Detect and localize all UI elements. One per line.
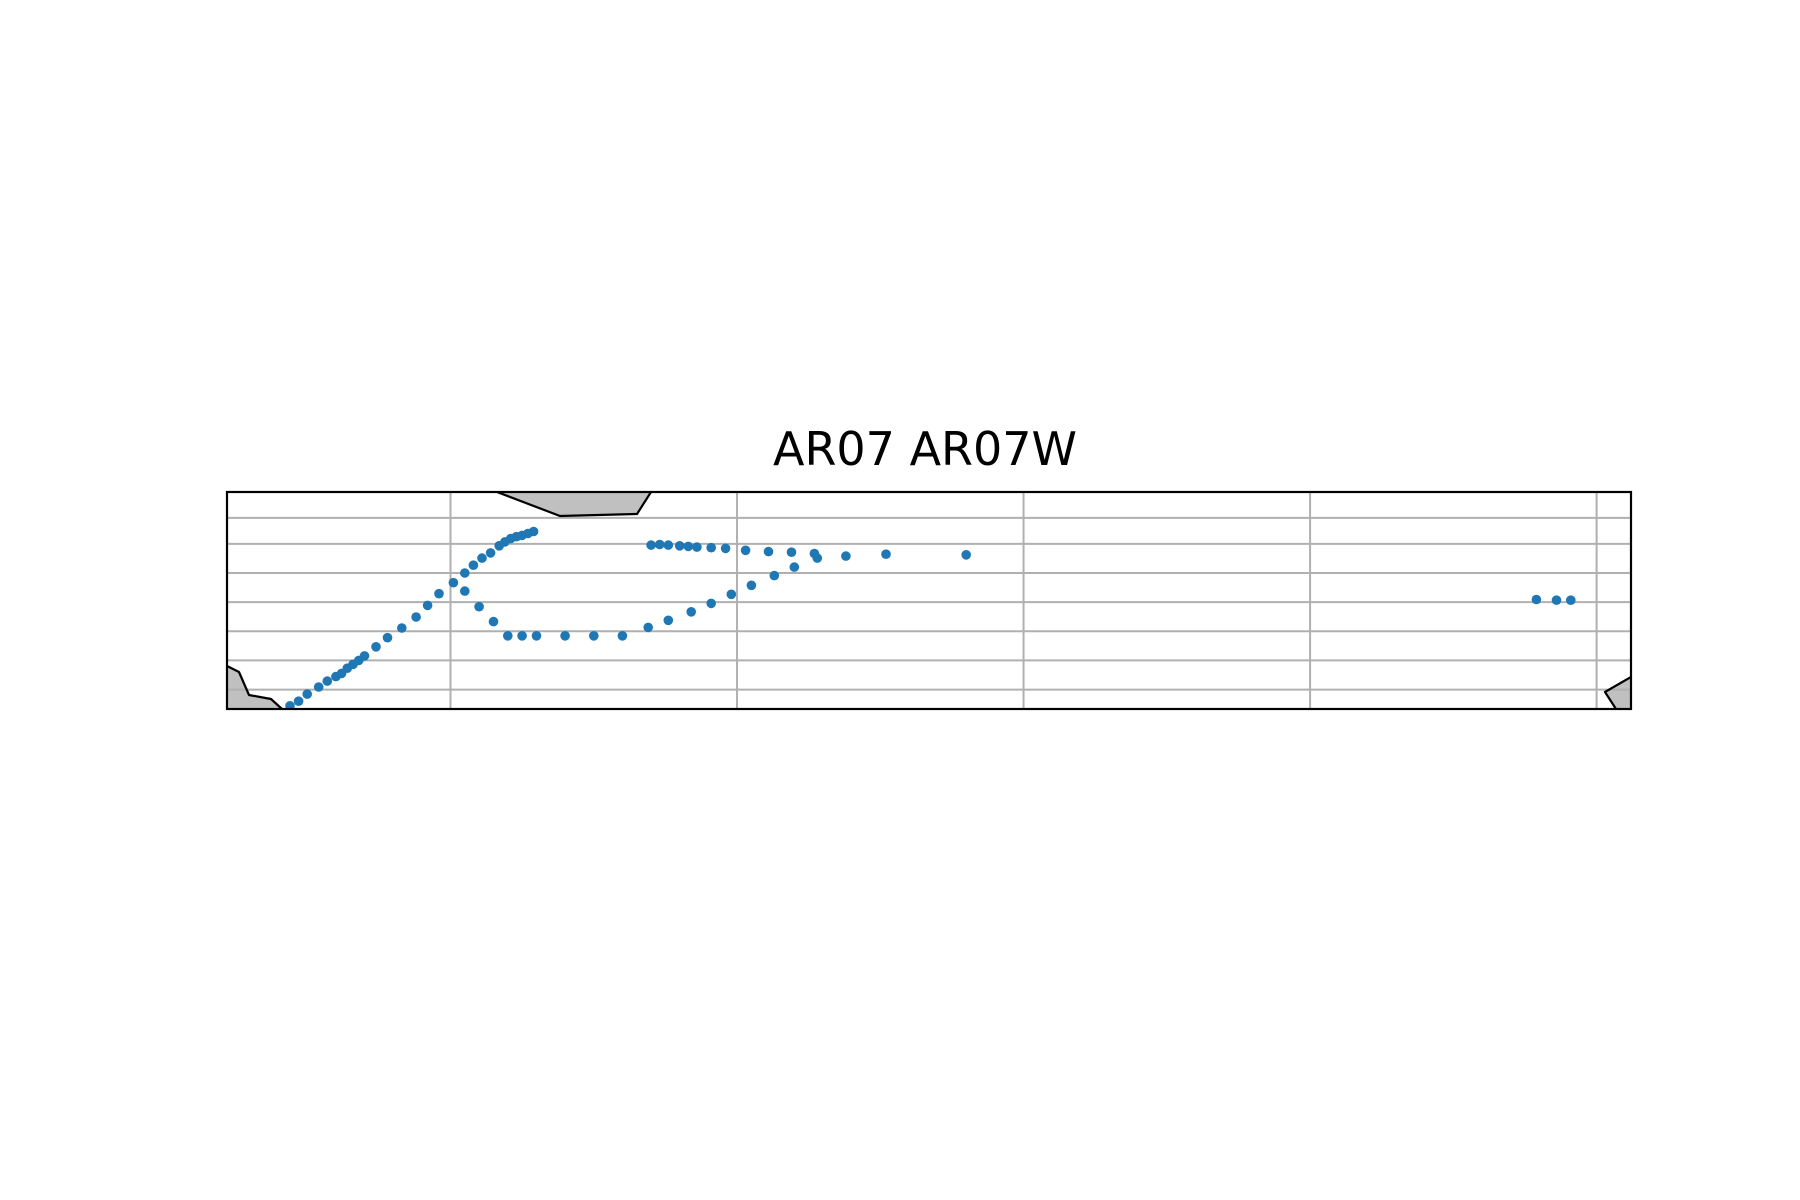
station-point — [517, 631, 527, 641]
station-point — [841, 551, 851, 561]
station-point — [397, 623, 407, 633]
station-point — [706, 542, 716, 553]
station-point — [411, 612, 421, 622]
station-point — [528, 526, 539, 537]
station-point — [313, 682, 324, 692]
ocean-background — [227, 492, 1631, 709]
station-point — [643, 622, 653, 633]
station-point — [686, 607, 696, 617]
station-point — [646, 540, 656, 550]
map-area — [227, 492, 1631, 709]
station-point — [763, 546, 774, 557]
station-point — [488, 616, 499, 627]
station-point — [434, 588, 444, 599]
station-point — [468, 560, 479, 570]
station-point — [961, 550, 971, 560]
map-gridlines — [227, 492, 1631, 709]
station-point — [477, 553, 487, 563]
station-point — [663, 540, 674, 550]
station-point — [809, 548, 820, 559]
station-point — [460, 586, 470, 596]
coastline-layer — [227, 492, 1631, 709]
station-point — [617, 631, 628, 641]
station-point — [503, 631, 513, 641]
station-point — [302, 689, 313, 699]
coastline-greenland — [496, 492, 652, 518]
station-point — [359, 651, 370, 661]
station-point — [674, 541, 685, 551]
station-point — [706, 598, 716, 609]
station-point — [1551, 595, 1562, 605]
station-point — [285, 701, 295, 709]
station-point — [371, 642, 381, 652]
landmass-greenland — [497, 492, 651, 516]
map-frame — [225, 490, 1633, 711]
station-point — [663, 615, 674, 626]
station-point — [531, 631, 542, 641]
station-point — [322, 676, 333, 686]
station-points — [285, 526, 1576, 709]
station-point — [293, 696, 304, 706]
station-point — [1566, 595, 1576, 605]
station-point — [789, 562, 800, 572]
station-point — [683, 541, 694, 552]
station-point — [422, 600, 433, 611]
station-point — [460, 568, 470, 578]
station-point — [474, 601, 484, 612]
station-point — [692, 542, 702, 552]
station-point — [881, 549, 891, 559]
station-point — [786, 547, 797, 557]
station-point — [589, 631, 599, 641]
station-point — [746, 580, 757, 591]
coastline-north-america — [227, 665, 283, 709]
station-point — [1531, 594, 1542, 605]
station-point — [382, 632, 393, 643]
station-point — [654, 539, 665, 550]
station-point — [769, 570, 780, 581]
station-point — [448, 577, 459, 588]
map-title: AR07 AR07W — [773, 422, 1077, 476]
coastline-europe — [1603, 676, 1631, 709]
station-point — [720, 543, 731, 554]
station-point — [740, 545, 751, 556]
station-point — [485, 548, 496, 558]
station-point — [726, 589, 737, 600]
station-point — [560, 631, 570, 641]
